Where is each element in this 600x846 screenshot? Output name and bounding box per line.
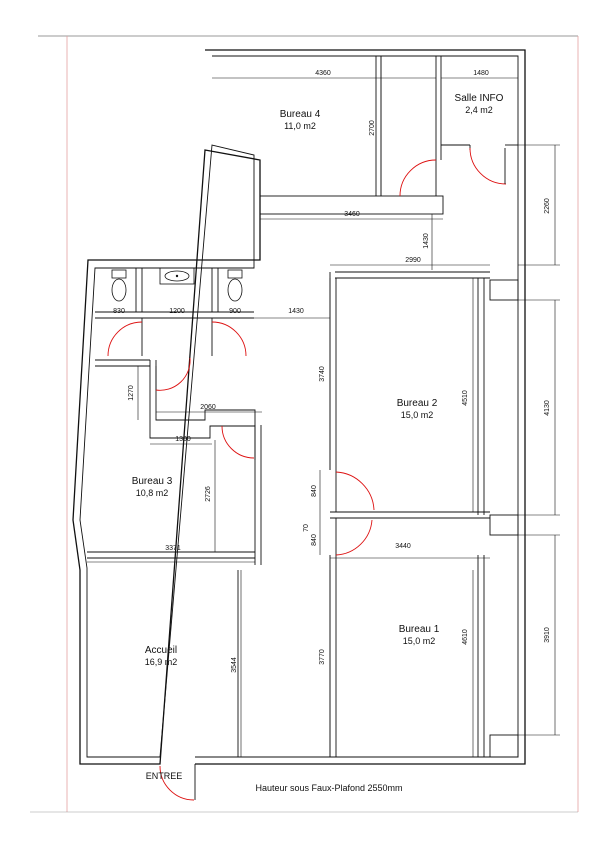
dim-label: 3910 [544,627,551,643]
room-area-bureau3: 10,8 m2 [136,488,169,498]
dim-label: 4130 [544,400,551,416]
dim-label: 3440 [395,543,411,550]
room-area-bureau4: 11,0 m2 [284,121,316,131]
room-name-bureau4: Bureau 4 [280,109,321,120]
door-bureau3-top [155,357,191,391]
dim-label: 4610 [462,629,469,645]
wall-bureau3-notch [149,360,222,439]
room-name-salleinfo: Salle INFO [455,93,504,104]
dim-label: 900 [229,308,241,315]
dim-label: 3371 [165,545,181,552]
room-area-accueil: 16,9 m2 [145,657,178,667]
sink-icon [159,267,195,285]
dim-label: 830 [113,308,125,315]
pillar-right-top [489,279,519,301]
room-name-bureau3: Bureau 3 [132,476,173,487]
wall-corridor-top [259,195,444,215]
room-area-bureau1: 15,0 m2 [403,636,436,646]
room-name-bureau2: Bureau 2 [397,398,438,409]
dim-label: 1430 [423,233,430,249]
dim-label: 2700 [369,120,376,136]
dim-label: 3770 [319,649,326,665]
dim-label: 70 [303,524,310,532]
door-entrance [159,764,196,801]
dim-label: 4510 [462,390,469,406]
dim-label: 1270 [128,385,135,401]
door-wc-right [211,318,247,357]
dim-label: 840 [311,485,318,497]
dim-label: 3740 [319,366,326,382]
toilet-icon [227,269,243,302]
entrance-label: ENTREE [146,771,183,781]
dim-label: 1300 [175,436,191,443]
dim-label: 840 [311,534,318,546]
exterior-wall [72,49,526,765]
door-bureau1 [335,518,373,556]
dim-label: 4360 [315,70,331,77]
dim-label: 1200 [169,308,185,315]
dim-label: 2260 [544,198,551,214]
doors [107,145,507,801]
dim-label: 3544 [231,657,238,673]
toilet-icon [111,269,127,302]
dim-label: 1430 [288,308,304,315]
door-bureau2 [335,470,375,512]
dim-label: 1480 [473,70,489,77]
door-salleinfo [469,145,507,185]
dim-label: 2726 [205,486,212,502]
dim-label: 3460 [344,211,360,218]
exterior-wall-inner [79,55,519,758]
room-name-bureau1: Bureau 1 [399,624,440,635]
room-area-bureau2: 15,0 m2 [401,410,434,420]
dim-label: 2060 [200,404,216,411]
dim-label: 2990 [405,257,421,264]
door-bureau3-right [221,425,255,459]
interior-walls [87,56,519,758]
dimension-lines [87,56,560,757]
door-wc-left [107,318,143,357]
pillar-right-bottom [489,734,519,758]
door-bureau4 [399,159,437,197]
room-name-accueil: Accueil [145,645,177,656]
pillar-right-mid [489,514,519,536]
room-area-salleinfo: 2,4 m2 [465,105,493,115]
wall-bureau3-notch-b [155,360,256,460]
sanitary-fixtures [111,267,243,302]
ceiling-height-caption: Hauteur sous Faux-Plafond 2550mm [255,783,402,793]
